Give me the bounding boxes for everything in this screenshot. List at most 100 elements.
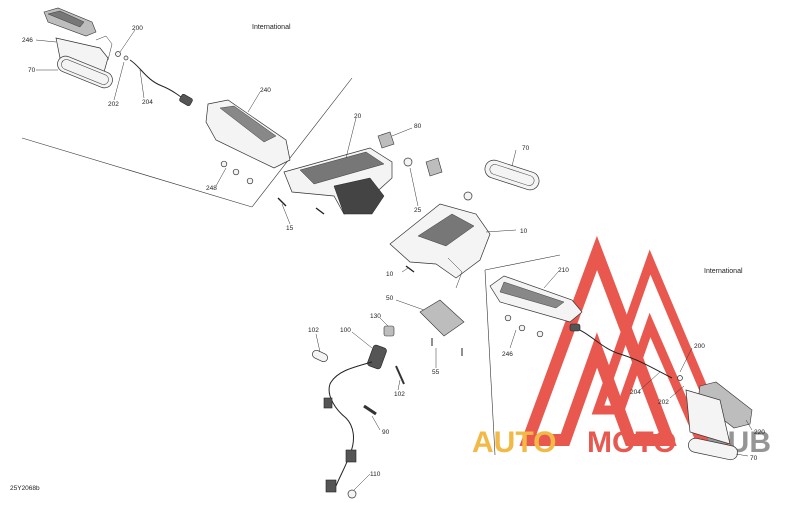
lead-90: [371, 415, 381, 431]
divider-lines: [21, 77, 561, 456]
watermark-auto: AUTO: [472, 426, 556, 459]
callout-70-top: 70: [28, 67, 36, 74]
lead-204-right: [639, 371, 661, 391]
callout-50: 50: [386, 295, 394, 302]
nut-248-b: [232, 168, 240, 176]
divider-top-diagonal: [251, 77, 353, 208]
lead-200-top: [119, 29, 136, 53]
bracket-tab: [95, 35, 113, 61]
nut-248-c: [246, 177, 254, 185]
right-signal-group: [489, 275, 753, 461]
callout-15: 15: [286, 225, 294, 232]
license-lamp-50: [419, 299, 465, 337]
lead-80: [391, 127, 413, 137]
callout-200-right: 200: [694, 343, 705, 350]
pin-102-b: [395, 365, 405, 385]
callout-80: 80: [414, 123, 422, 130]
lead-20: [345, 117, 357, 159]
housing-10-group: [389, 203, 491, 289]
lead-25: [409, 167, 419, 207]
section-label-right: International: [704, 268, 743, 275]
signal-connector-top: [179, 93, 193, 107]
rivet-25-b: [463, 191, 473, 201]
nut-246-a: [504, 314, 512, 322]
screw-200-right: [677, 375, 683, 381]
side-lamp-240: [205, 99, 291, 169]
signal-connector-right: [569, 323, 581, 332]
clip-80-a: [377, 131, 395, 149]
leader-lines: [35, 29, 753, 491]
callout-102-b: 102: [394, 391, 405, 398]
callout-20: 20: [354, 113, 362, 120]
harness-plug-c: [325, 479, 337, 493]
lead-220: [745, 419, 753, 431]
callout-210: 210: [558, 267, 569, 274]
lead-210: [543, 271, 559, 289]
front-signal-lens: [47, 10, 85, 28]
rear-housing-20-reflector: [299, 151, 385, 185]
callout-202-top: 202: [108, 101, 119, 108]
signal-gasket-top-inner: [61, 59, 109, 85]
screw-15-b: [315, 207, 325, 215]
callout-102-a: 102: [308, 327, 319, 334]
watermark-moto: MOTO: [587, 426, 676, 459]
callout-90: 90: [382, 429, 390, 436]
screw-200-top: [115, 51, 121, 57]
housing-10-tab: [447, 257, 463, 289]
signal-gasket-top: [57, 55, 113, 89]
rear-housing-20-group: [277, 147, 393, 215]
grommet-110: [347, 489, 357, 499]
side-lamp-210-lens: [499, 281, 565, 309]
callout-100: 100: [340, 327, 351, 334]
callout-10-b: 10: [386, 271, 394, 278]
callout-70-mid: 70: [522, 145, 530, 152]
nut-246-c: [536, 330, 544, 338]
callout-55: 55: [432, 369, 440, 376]
lead-246-top: [35, 39, 57, 43]
rivet-25-a: [403, 157, 413, 167]
lead-70-right: [735, 453, 749, 457]
callout-110: 110: [370, 471, 381, 478]
harness-connector-100: [367, 344, 387, 370]
callout-200-top: 200: [132, 25, 143, 32]
divider-right-vertical: [484, 269, 496, 456]
lead-10-a: [485, 229, 517, 233]
callout-202-right: 202: [658, 399, 669, 406]
lead-202-right: [669, 385, 685, 399]
callout-220: 220: [754, 429, 765, 436]
screw-15-a: [277, 197, 287, 207]
harness-wire-100: [328, 361, 373, 487]
clamp-102-a: [312, 349, 328, 363]
callout-70-right: 70: [750, 455, 758, 462]
bulb-90: [363, 404, 377, 416]
callout-246-right: 246: [502, 351, 513, 358]
lead-204-top: [139, 69, 145, 99]
lead-10-b: [401, 267, 409, 273]
section-label-top: International: [252, 24, 291, 31]
nut-248-a: [220, 160, 228, 168]
divider-top-lower: [21, 137, 253, 208]
screw-10: [405, 265, 415, 273]
lead-248: [215, 167, 227, 187]
side-lamp-240-lens: [219, 105, 277, 143]
clip-80-b: [425, 157, 443, 177]
gasket-70-mid: [484, 159, 540, 191]
callout-240: 240: [260, 87, 271, 94]
callout-10-a: 10: [520, 228, 528, 235]
harness-plug-b: [345, 449, 357, 463]
callout-248: 248: [206, 185, 217, 192]
callout-numbers: 200 246 70 202 204 240 248 15 20 80 25 7…: [22, 25, 765, 478]
callout-246-top: 246: [22, 37, 33, 44]
divider-right-top: [484, 254, 561, 271]
callout-204-top: 204: [142, 99, 153, 106]
wiring-harness-group: [312, 325, 405, 499]
lead-102-a: [315, 333, 321, 353]
lead-246-right: [509, 329, 517, 349]
rear-housing-20-mount: [333, 177, 385, 215]
lead-100: [351, 331, 373, 349]
top-left-signal-group: [43, 7, 291, 185]
callout-130: 130: [370, 313, 381, 320]
lead-200-right: [679, 347, 693, 373]
